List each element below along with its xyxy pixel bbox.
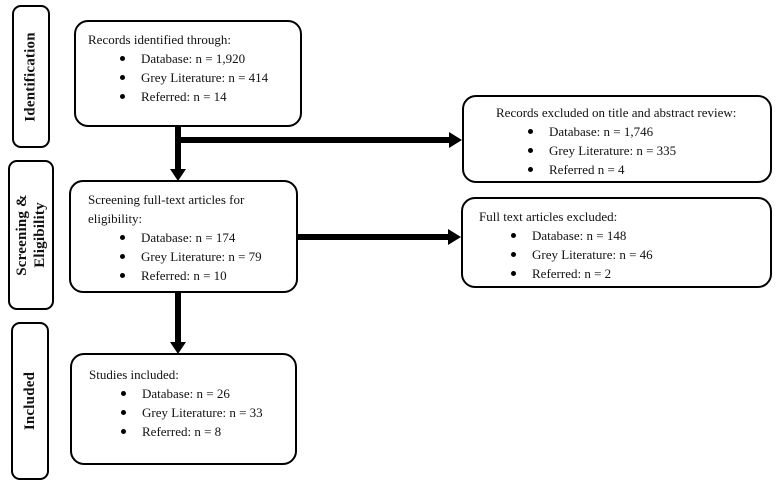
bullet-list: Database: n = 148 Grey Literature: n = 4… (505, 226, 764, 283)
box-title: Full text articles excluded: (479, 209, 618, 224)
list-item: Referred: n = 14 (114, 87, 292, 106)
bullet-list: Database: n = 1,746 Grey Literature: n =… (522, 122, 764, 179)
box-studies-included: Studies included: Database: n = 26 Grey … (70, 353, 297, 465)
list-item: Grey Literature: n = 79 (114, 247, 288, 266)
box-records-excluded-title-abstract: Records excluded on title and abstract r… (462, 95, 772, 183)
list-item: Grey Literature: n = 33 (115, 403, 287, 422)
box-fulltext-excluded: Full text articles excluded: Database: n… (461, 197, 772, 288)
bullet-list: Database: n = 26 Grey Literature: n = 33… (115, 384, 287, 441)
arrow-head-right-icon (449, 132, 462, 148)
arrow-line (175, 293, 181, 343)
list-item: Grey Literature: n = 46 (505, 245, 764, 264)
box-title: Screening full-text articles for eligibi… (88, 192, 245, 226)
stage-box-included: Included (11, 322, 49, 480)
arrow-head-right-icon (448, 229, 461, 245)
list-item: Database: n = 174 (114, 228, 288, 247)
box-records-identified: Records identified through: Database: n … (74, 20, 302, 127)
list-item: Grey Literature: n = 414 (114, 68, 292, 87)
list-item: Database: n = 1,920 (114, 49, 292, 68)
bullet-list: Database: n = 1,920 Grey Literature: n =… (114, 49, 292, 106)
box-title: Studies included: (89, 367, 179, 382)
list-item: Grey Literature: n = 335 (522, 141, 764, 160)
list-item: Database: n = 148 (505, 226, 764, 245)
list-item: Database: n = 26 (115, 384, 287, 403)
stage-label-identification: Identification (23, 31, 39, 122)
list-item: Database: n = 1,746 (522, 122, 764, 141)
stage-label-included: Included (22, 371, 39, 431)
bullet-list: Database: n = 174 Grey Literature: n = 7… (114, 228, 288, 285)
arrow-line (175, 137, 451, 143)
list-item: Referred: n = 2 (505, 264, 764, 283)
stage-box-identification: Identification (12, 5, 50, 148)
stage-label-screening-eligibility: Screening & Eligibility (14, 194, 48, 276)
stage-box-screening-eligibility: Screening & Eligibility (8, 160, 54, 310)
box-title: Records identified through: (88, 32, 231, 47)
list-item: Referred: n = 8 (115, 422, 287, 441)
list-item: Referred: n = 10 (114, 266, 288, 285)
box-title: Records excluded on title and abstract r… (496, 105, 737, 120)
box-screening-fulltext: Screening full-text articles for eligibi… (69, 180, 298, 293)
arrow-head-down-icon (170, 169, 186, 181)
arrow-line (175, 127, 181, 170)
arrow-head-down-icon (170, 342, 186, 354)
arrow-line (298, 234, 449, 240)
list-item: Referred n = 4 (522, 160, 764, 179)
